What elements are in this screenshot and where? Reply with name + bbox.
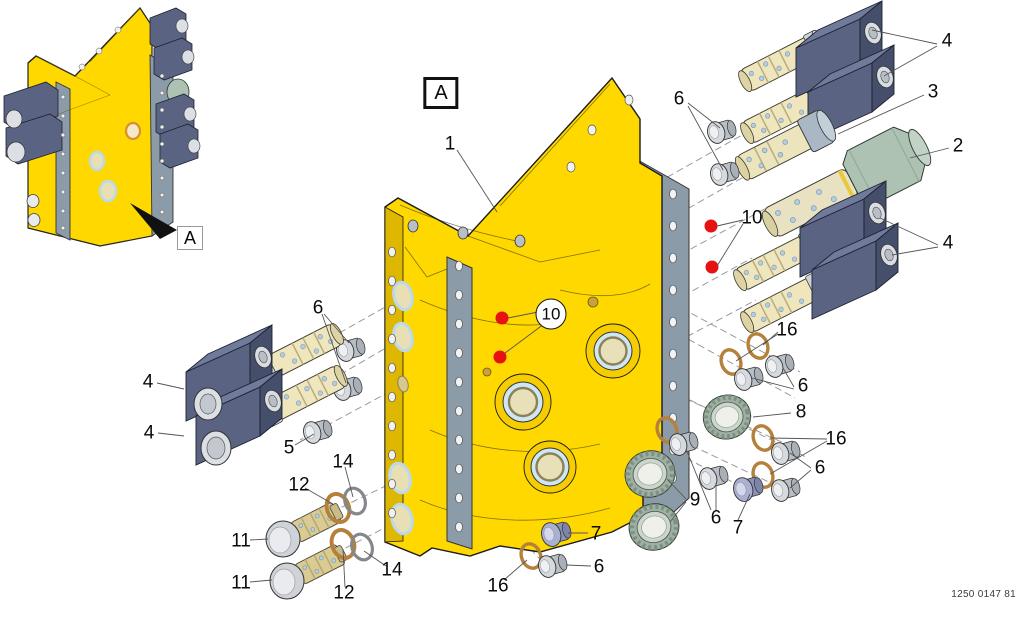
pressure-valve-2 <box>761 126 932 237</box>
front-ports <box>502 331 633 487</box>
main-valve-block <box>384 76 690 557</box>
cartridge-valve-3 <box>734 109 837 181</box>
detail-inset-assembled-view <box>3 7 201 247</box>
inset-solenoids-right <box>149 7 201 169</box>
mounting-rail-center <box>446 256 473 550</box>
marker-dot-10 <box>495 311 509 325</box>
marker-dot-10 <box>704 219 718 233</box>
drawing-number: 1250 0147 81 <box>951 589 1016 600</box>
solenoid-pair-left <box>185 318 352 466</box>
marker-dot-10 <box>493 350 507 364</box>
leader-lines <box>156 29 950 588</box>
plug-7 <box>730 472 767 505</box>
port-cap-8 <box>698 390 755 445</box>
inset-solenoid-left <box>3 81 63 165</box>
cartridge-valves-11 <box>265 483 378 600</box>
marker-dot-10 <box>705 260 719 274</box>
bolt-holes <box>388 94 677 533</box>
detail-arrow <box>130 203 177 239</box>
wing-bolt-holes <box>407 219 526 248</box>
plug-5 <box>300 416 335 446</box>
